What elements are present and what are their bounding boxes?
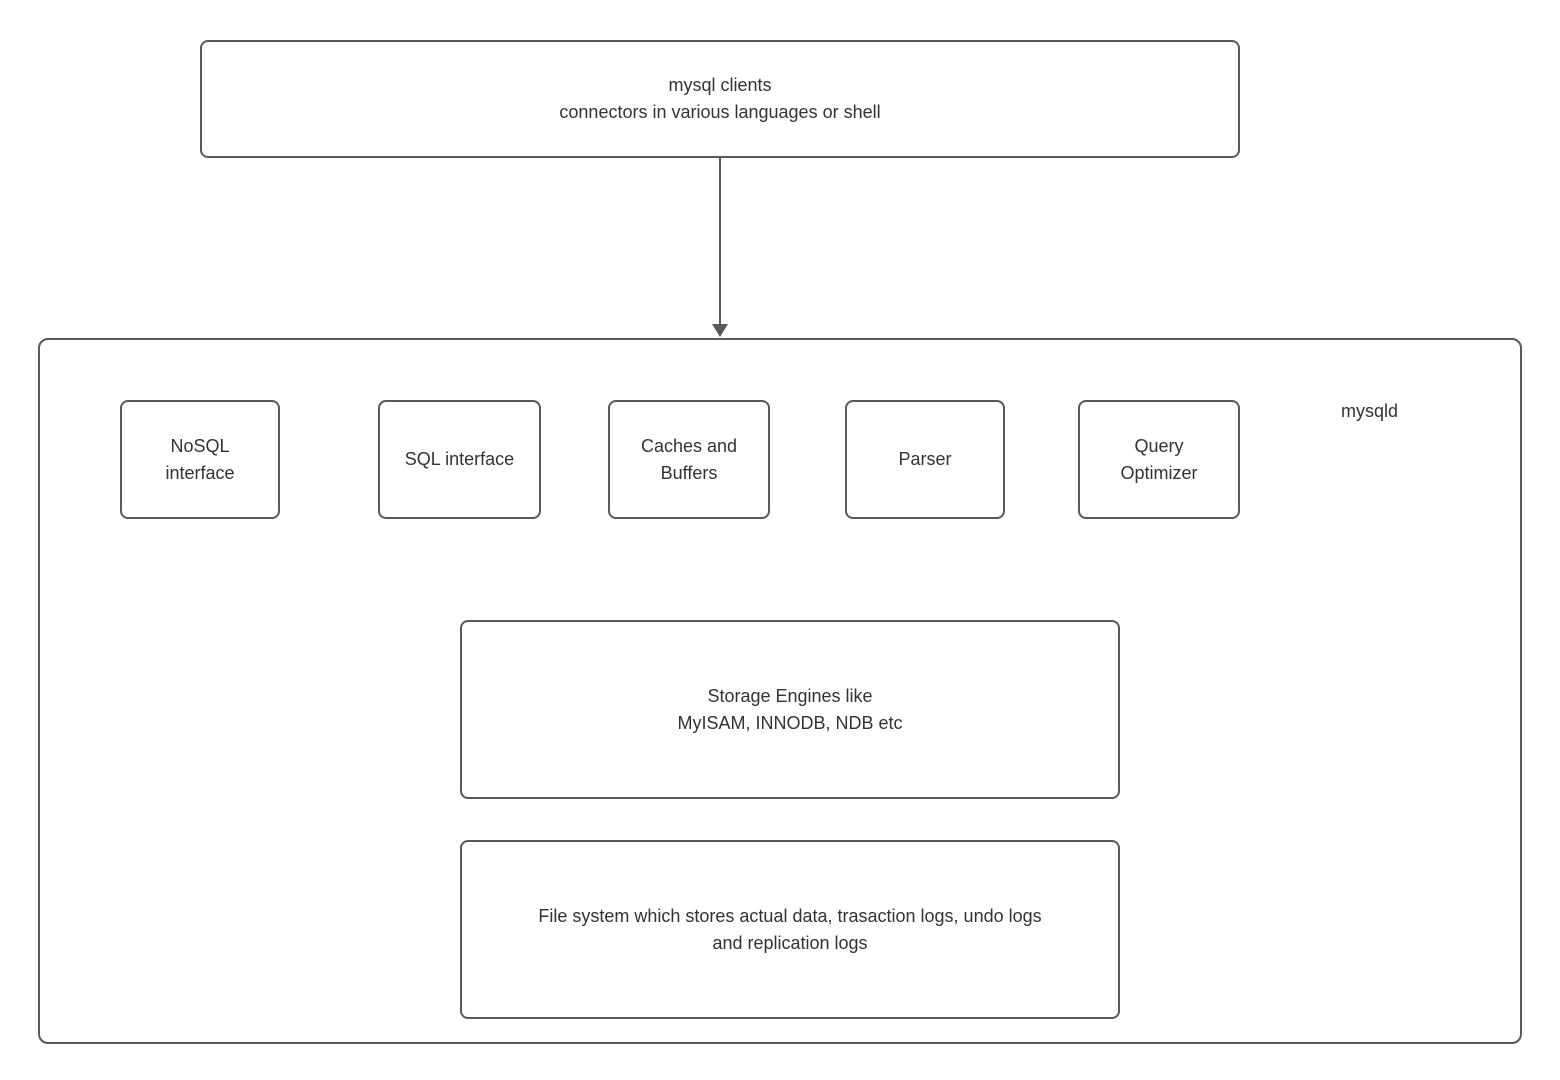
node-mysql-clients-label: mysql clients connectors in various lang… [559, 75, 881, 122]
node-caches-and-buffers-label: Caches and Buffers [640, 435, 738, 483]
mysqld-container-label: mysqld [1340, 401, 1398, 421]
node-nosql-interface: NoSQL interface [120, 400, 280, 519]
node-mysql-clients: mysql clients connectors in various lang… [200, 40, 1240, 158]
node-sql-interface-label: SQL interface [404, 449, 515, 469]
node-nosql-interface-label: NoSQL interface [165, 435, 235, 483]
edge-clients-to-mysqld-line [719, 158, 721, 326]
node-parser: Parser [845, 400, 1005, 519]
node-storage-engines: Storage Engines like MyISAM, INNODB, NDB… [460, 620, 1120, 799]
node-sql-interface: SQL interface [378, 400, 541, 519]
node-query-optimizer: Query Optimizer [1078, 400, 1240, 519]
node-query-optimizer-label: Query Optimizer [1120, 435, 1198, 483]
node-storage-engines-label: Storage Engines like MyISAM, INNODB, NDB… [677, 685, 903, 733]
node-file-system-label: File system which stores actual data, tr… [538, 905, 1042, 953]
node-parser-label: Parser [898, 449, 952, 469]
node-caches-and-buffers: Caches and Buffers [608, 400, 770, 519]
node-file-system: File system which stores actual data, tr… [460, 840, 1120, 1019]
arrowhead-down-icon [712, 324, 728, 337]
